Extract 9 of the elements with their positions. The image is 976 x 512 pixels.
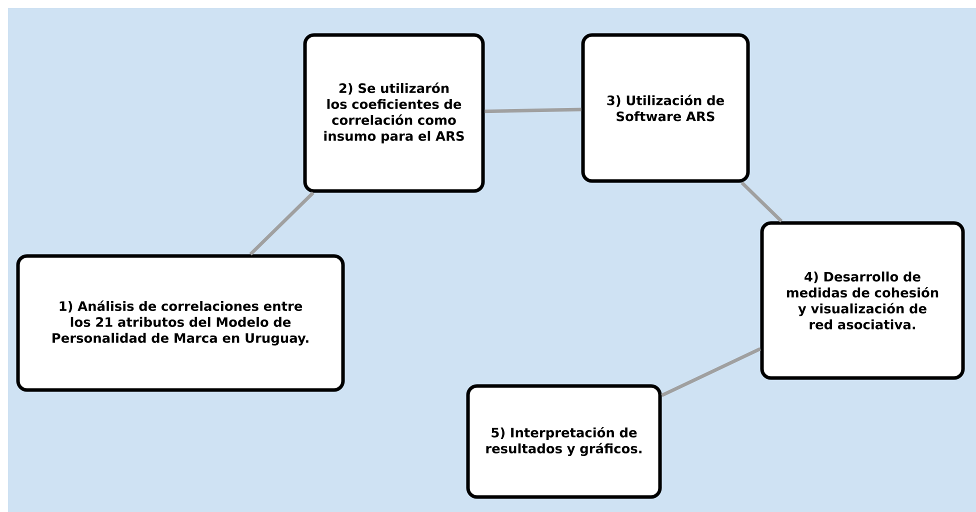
connector-line xyxy=(740,182,783,222)
step-box: 1) Análisis de correlaciones entre los 21 atributos del Modelo de Personalidad de Marca en Uruguay. xyxy=(16,254,345,392)
step-box: 5) Interpretación de resultados y gráficos. xyxy=(466,384,662,499)
step-box: 2) Se utilizarón los coeficientes de correlación como insumo para el ARS xyxy=(303,33,485,193)
step-box: 4) Desarrollo de medidas de cohesión y visualización de red asociativa. xyxy=(760,221,965,380)
connector-line xyxy=(249,192,314,256)
connector-line xyxy=(484,108,582,114)
connector-line xyxy=(661,347,761,398)
step-box: 3) Utilización de Software ARS xyxy=(581,33,750,183)
